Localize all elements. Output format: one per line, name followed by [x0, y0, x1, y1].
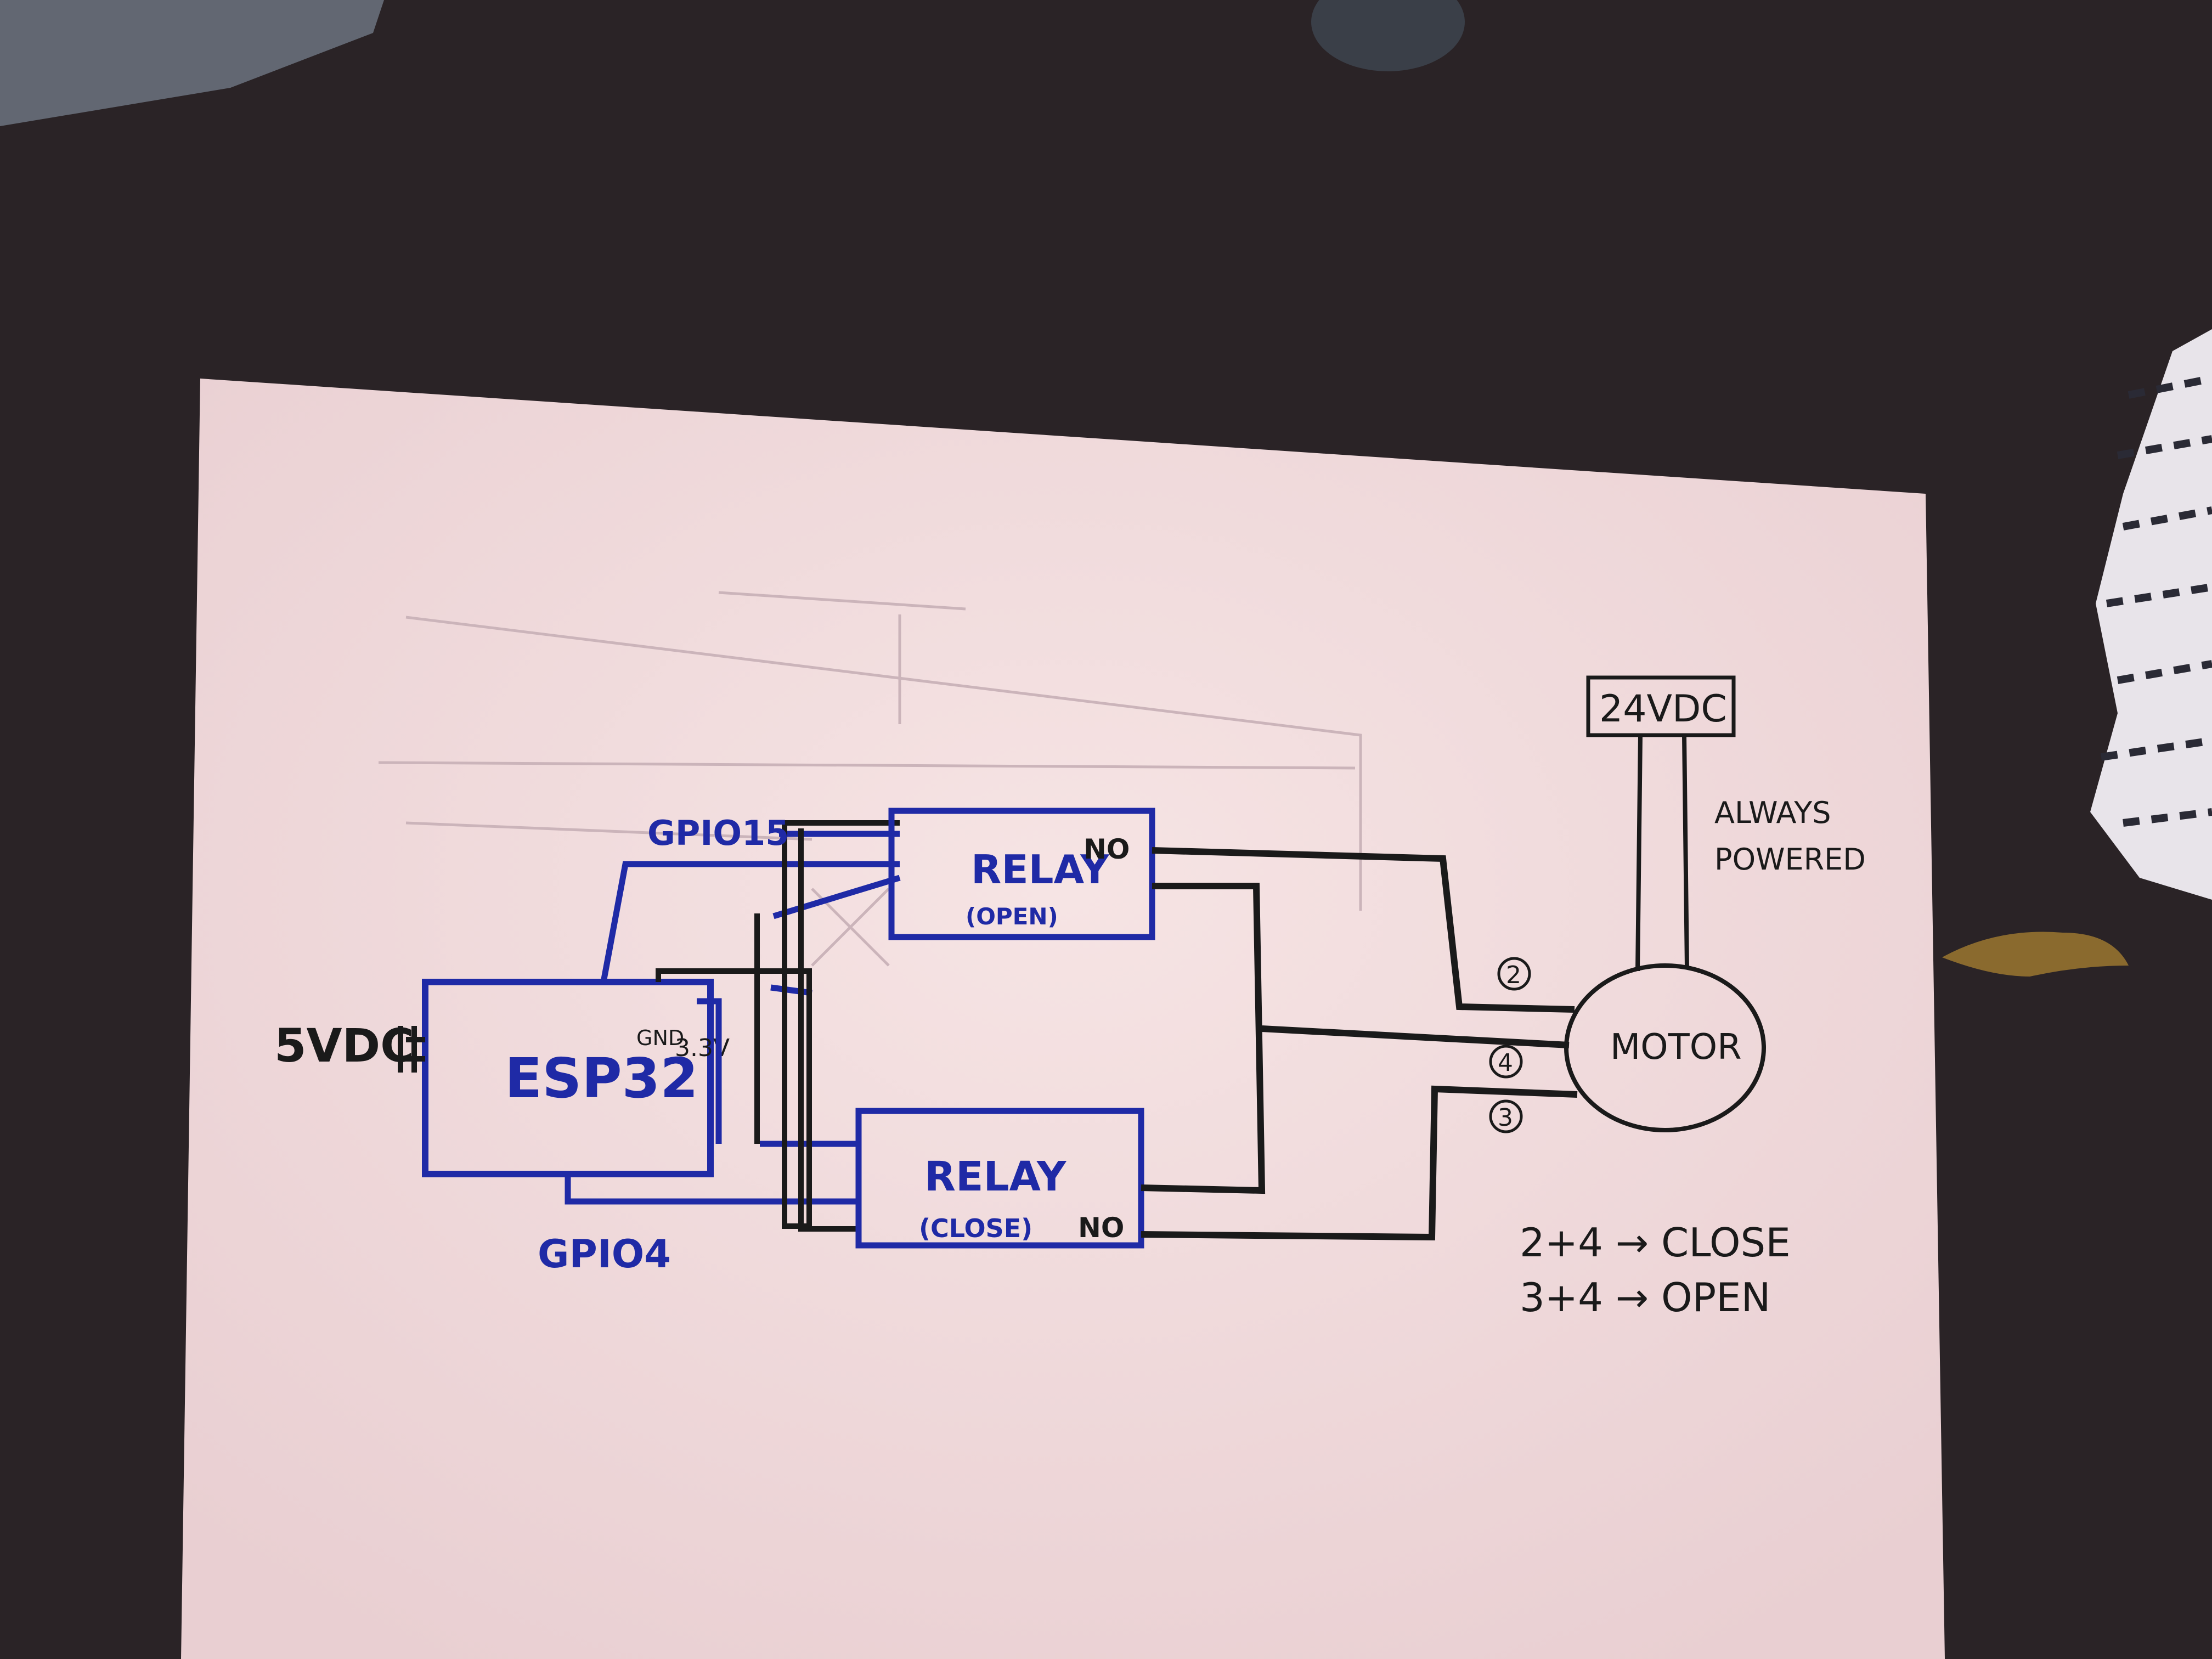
motor: MOTOR	[1564, 963, 1766, 1132]
terminal-3-label: 3	[1498, 1104, 1513, 1132]
background-objects	[0, 0, 2212, 977]
terminal-2-label: 2	[1506, 961, 1521, 989]
supply-box	[1586, 675, 1736, 737]
power-input: 5VDC	[274, 1019, 425, 1073]
wire-terminal-2	[1152, 847, 1575, 1013]
motor-circle	[1564, 963, 1766, 1132]
motor-terminals: 2 4 3	[1489, 957, 1531, 1133]
supply: 24VDC ALWAYS POWERED	[1586, 675, 1866, 972]
relay-open-title: RELAY	[971, 847, 1109, 893]
wire-3v3	[697, 982, 722, 1144]
paper-sheet	[181, 379, 1945, 1659]
motor-label: MOTOR	[1610, 1027, 1742, 1068]
supply-label: 24VDC	[1599, 687, 1727, 731]
legend-line1: 2+4 → CLOSE	[1520, 1220, 1791, 1266]
wire-gpio4	[565, 1174, 861, 1205]
relay-close-title: RELAY	[924, 1153, 1067, 1200]
relay-close-subtitle: (CLOSE)	[919, 1214, 1032, 1243]
gpio4-label: GPIO4	[538, 1232, 671, 1277]
supply-note-line2: POWERED	[1714, 842, 1866, 877]
esp32-label: ESP32	[505, 1046, 698, 1110]
supply-note-line1: ALWAYS	[1714, 795, 1831, 830]
relay-open-subtitle: (OPEN)	[966, 903, 1058, 930]
faint-pencil-sketch	[378, 591, 1362, 967]
power-in-label: 5VDC	[274, 1019, 414, 1073]
relay-close-contact: NO	[1078, 1212, 1124, 1244]
wire-terminal-3	[1141, 1085, 1578, 1241]
gpio15-label: GPIO15	[647, 813, 789, 853]
relay-open-contact: NO	[1084, 833, 1130, 865]
relay-close-box	[855, 1108, 1144, 1249]
relay-open: RELAY (OPEN) NO	[888, 808, 1155, 940]
motor-wires	[1141, 847, 1578, 1241]
black-esp-wires	[656, 820, 900, 1232]
wire-gpio15	[600, 861, 900, 983]
legend: 2+4 → CLOSE 3+4 → OPEN	[1520, 1220, 1791, 1321]
relay-open-box	[888, 808, 1155, 940]
relay-close: RELAY (CLOSE) NO	[855, 1108, 1144, 1249]
terminal-4-label: 4	[1498, 1049, 1513, 1077]
legend-line2: 3+4 → OPEN	[1520, 1274, 1771, 1321]
esp32-pin-gnd: GND	[636, 1026, 684, 1050]
wire-terminal-4	[1141, 883, 1570, 1194]
